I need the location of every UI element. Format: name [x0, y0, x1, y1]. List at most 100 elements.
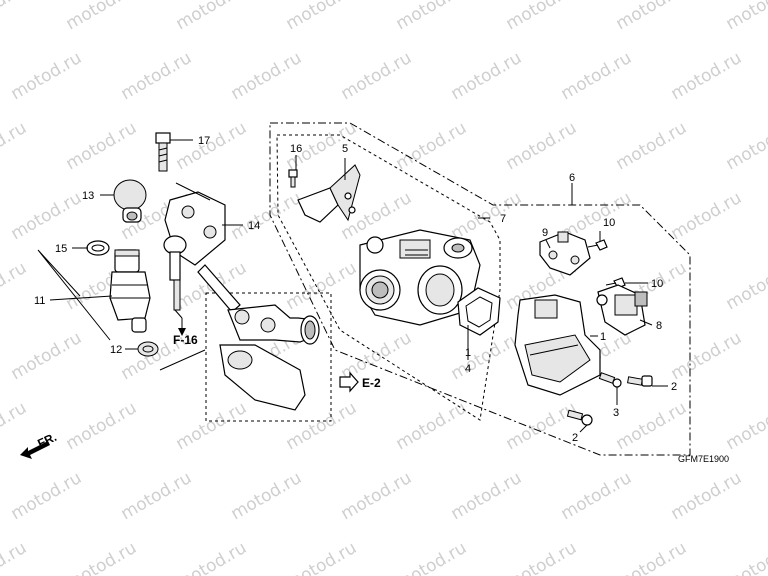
watermark-text: motod.ru [63, 0, 141, 34]
throttle-body-7-icon [359, 229, 481, 326]
watermark-text: motod.ru [0, 118, 30, 174]
watermark-text: motod.ru [448, 328, 526, 384]
watermark-text: motod.ru [8, 468, 86, 524]
throttle-cable-bracket-5-icon [297, 164, 361, 223]
watermark-text: motod.ru [8, 48, 86, 104]
watermark-text: motod.ru [558, 48, 636, 104]
watermark-text: motod.ru [723, 258, 768, 314]
callout-3: 3 [613, 407, 619, 419]
screw-3-icon [598, 372, 622, 388]
watermark-text: motod.ru [723, 118, 768, 174]
watermark-text: motod.ru [0, 0, 30, 34]
watermark-text: motod.ru [393, 538, 471, 576]
callout-7: 7 [500, 213, 506, 225]
watermark-text: motod.ru [613, 118, 691, 174]
callout-5: 5 [342, 143, 348, 155]
watermark-text: motod.ru [228, 188, 306, 244]
reference-arrow-e2-icon [339, 371, 359, 393]
watermark-text: motod.ru [668, 468, 746, 524]
watermark-text: motod.ru [173, 538, 251, 576]
diagram-code: GFM7E1900 [678, 454, 729, 464]
watermark-text: motod.ru [723, 0, 768, 34]
assembly-boundary-7 [276, 134, 501, 421]
watermark-text: motod.ru [118, 48, 196, 104]
watermark-text: motod.ru [503, 0, 581, 34]
o-ring-15-icon [86, 240, 110, 256]
seal-12-inner [142, 345, 154, 353]
screw-2a-icon [627, 375, 653, 387]
watermark-text: motod.ru [613, 0, 691, 34]
front-direction-label: FR. [35, 430, 58, 451]
watermark-text: motod.ru [0, 538, 30, 576]
control-unit-1-icon [514, 294, 601, 396]
watermark-text: motod.ru [283, 258, 361, 314]
seal-12-icon [137, 341, 159, 357]
watermark-text: motod.ru [613, 538, 691, 576]
reference-label-e2: E-2 [362, 376, 381, 390]
callout-1-left: 1 [465, 347, 471, 359]
watermark-text: motod.ru [63, 538, 141, 576]
callout-9: 9 [542, 227, 548, 239]
watermark-text: motod.ru [668, 188, 746, 244]
sensor-8-icon [596, 284, 648, 336]
o-ring-15-inner [91, 244, 105, 252]
watermark-text: motod.ru [558, 468, 636, 524]
watermark-text: motod.ru [8, 328, 86, 384]
watermark-text: motod.ru [393, 0, 471, 34]
watermark-text: motod.ru [723, 398, 768, 454]
callout-10-lower: 10 [651, 278, 663, 290]
watermark-text: motod.ru [338, 48, 416, 104]
watermark-text: motod.ru [448, 468, 526, 524]
sensor-bracket-9-icon [539, 231, 591, 276]
screw-2b-icon [566, 409, 593, 426]
callout-16: 16 [290, 143, 302, 155]
bolt-16-icon [288, 169, 298, 188]
callout-10-upper: 10 [603, 217, 615, 229]
watermark-text: motod.ru [0, 258, 30, 314]
watermark-text: motod.ru [173, 0, 251, 34]
callout-1-right: 1 [600, 331, 606, 343]
cover-box-f16 [205, 292, 332, 422]
watermark-text: motod.ru [283, 0, 361, 34]
watermark-text: motod.ru [173, 398, 251, 454]
watermark-text: motod.ru [448, 48, 526, 104]
callout-6: 6 [569, 172, 575, 184]
cap-13-icon [113, 179, 147, 223]
watermark-text: motod.ru [503, 398, 581, 454]
bolt-10a-icon [587, 239, 608, 251]
watermark-text: motod.ru [118, 468, 196, 524]
callout-8: 8 [656, 320, 662, 332]
watermark-text: motod.ru [503, 118, 581, 174]
watermark-text: motod.ru [228, 48, 306, 104]
callout-17: 17 [198, 135, 210, 147]
callout-11: 11 [34, 295, 45, 307]
fuel-pipe-bracket-14-icon [163, 191, 226, 336]
fuel-injector-11-icon [109, 249, 151, 333]
callout-14: 14 [248, 220, 260, 232]
bolt-17-icon [155, 132, 171, 172]
callout-2-right: 2 [671, 381, 677, 393]
front-direction-arrow-icon [20, 441, 50, 459]
watermark-text: motod.ru [173, 118, 251, 174]
reference-label-f16: F-16 [173, 333, 198, 347]
watermark-text: motod.ru [63, 118, 141, 174]
watermark-text: motod.ru [393, 118, 471, 174]
watermark-text: motod.ru [503, 538, 581, 576]
fuel-pipe-icon [197, 264, 320, 411]
watermark-text: motod.ru [668, 48, 746, 104]
watermark-text: motod.ru [8, 188, 86, 244]
watermark-text: motod.ru [228, 468, 306, 524]
watermark-text: motod.ru [723, 538, 768, 576]
watermark-text: motod.ru [0, 398, 30, 454]
watermark-text: motod.ru [613, 398, 691, 454]
watermark-text: motod.ru [338, 468, 416, 524]
assembly-boundary-6 [269, 122, 691, 456]
watermark-text: motod.ru [63, 398, 141, 454]
callout-2-lower: 2 [572, 432, 578, 444]
callout-15: 15 [55, 243, 67, 255]
callout-4: 4 [465, 363, 471, 375]
gasket-4-icon [457, 287, 501, 336]
callout-13: 13 [82, 190, 94, 202]
watermark-text: motod.ru [668, 328, 746, 384]
